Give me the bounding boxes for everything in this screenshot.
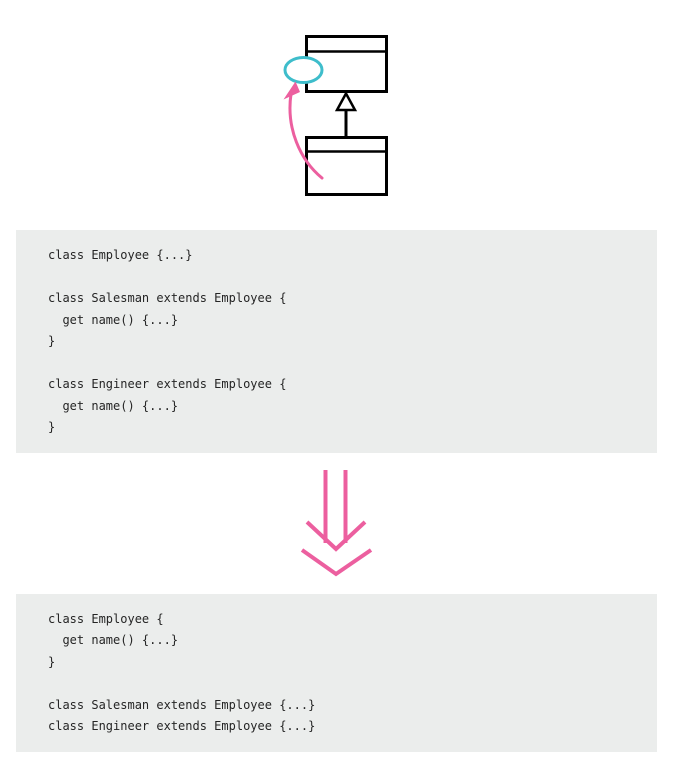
transform-arrow <box>300 469 373 576</box>
inheritance-triangle-icon <box>334 90 358 112</box>
transform-arrow-chevron-lower <box>300 547 373 576</box>
code-after-block: class Employee { get name() {...} } clas… <box>16 593 657 752</box>
subclass-box <box>305 136 388 196</box>
code-before-block: class Employee {...} class Salesman exte… <box>16 230 657 453</box>
code-after-text: class Employee { get name() {...} } clas… <box>48 611 316 734</box>
transform-arrow-chevron-upper <box>305 520 367 552</box>
pull-up-arrowhead-icon <box>283 81 300 100</box>
code-before-text: class Employee {...} class Salesman exte… <box>48 248 287 434</box>
uml-diagram <box>283 35 388 196</box>
pull-up-arrow-curve <box>288 92 324 180</box>
method-highlight-ellipse <box>283 56 324 84</box>
